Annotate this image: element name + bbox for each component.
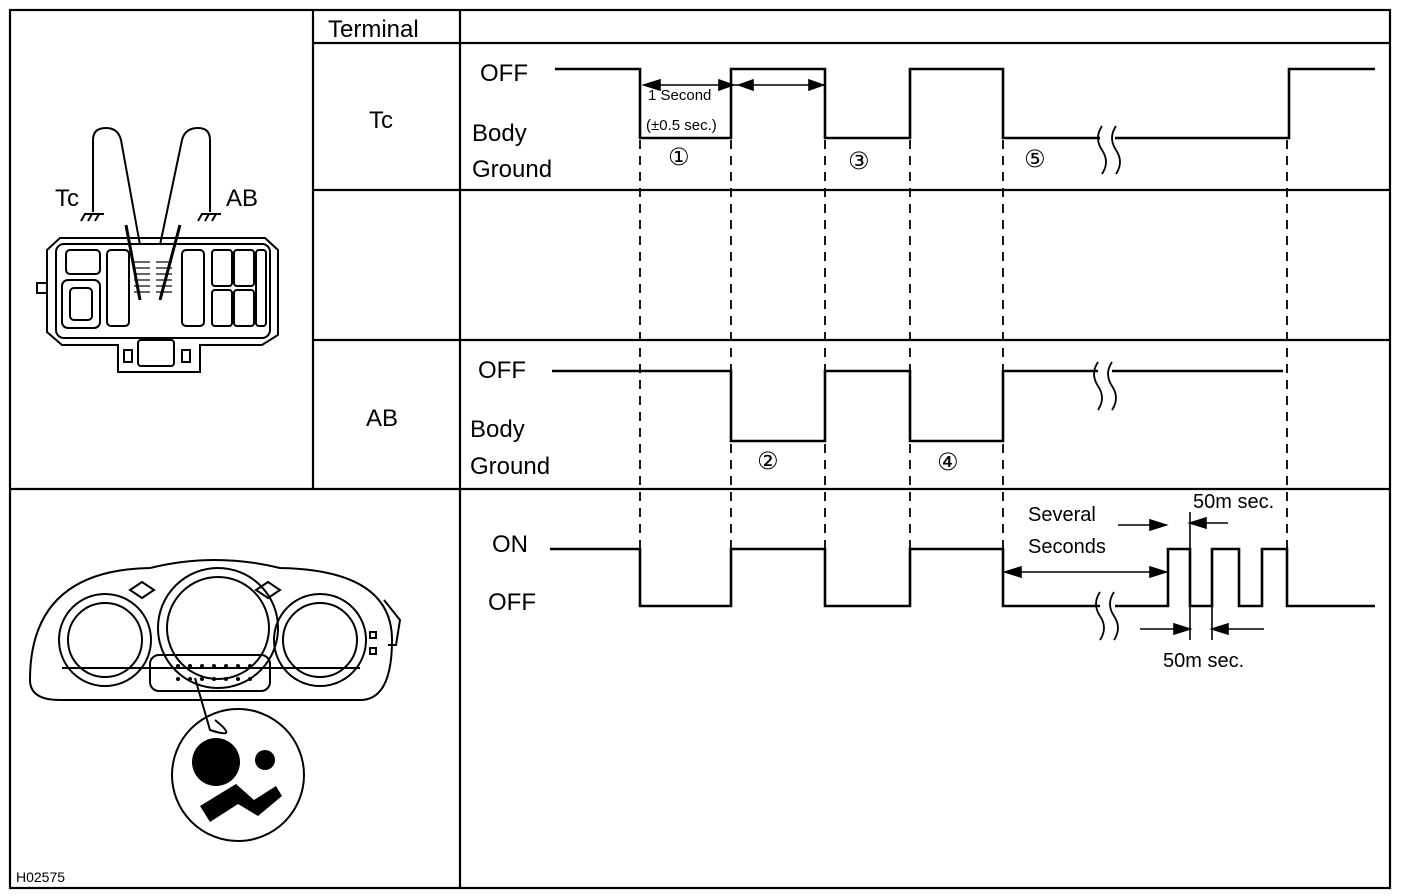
step-4-marker: ④ — [937, 449, 959, 476]
time-break-icon — [1097, 125, 1121, 175]
time-break-icon — [1093, 361, 1117, 411]
warning-off-label: OFF — [488, 589, 536, 616]
ab-body-label: Body — [470, 416, 525, 443]
right-gauge — [273, 593, 367, 687]
center-gauge — [157, 567, 279, 689]
left-gauge — [58, 593, 152, 687]
tc-off-label: OFF — [480, 60, 528, 87]
callout-circle — [171, 708, 305, 842]
ab-waveform — [552, 369, 1098, 443]
tc-probe-lead — [92, 126, 141, 246]
tc-ground-label: Ground — [472, 156, 553, 183]
ab-terminal-name: AB — [366, 405, 399, 432]
tolerance-label: (±0.5 sec.) — [646, 117, 717, 134]
terminal-header: Terminal — [328, 16, 419, 43]
tc-waveform-tail — [1115, 67, 1375, 140]
step-2-marker: ② — [757, 448, 779, 475]
ab-ground-label: Ground — [470, 453, 551, 480]
step-5-marker: ⑤ — [1024, 146, 1046, 173]
step-1-marker: ① — [668, 144, 690, 171]
warning-light-waveform — [550, 547, 1100, 608]
connector-body — [46, 237, 279, 373]
ab-off-label: OFF — [478, 357, 526, 384]
indicator-dots — [176, 664, 252, 681]
tc-waveform — [555, 67, 1100, 140]
ab-probe-lead — [159, 126, 211, 246]
step-3-marker: ③ — [848, 148, 870, 175]
time-break-icon — [1095, 591, 1119, 641]
connector-illustration — [36, 126, 279, 373]
warning-on-label: ON — [492, 531, 528, 558]
pulse-width-arrow-bottom — [1140, 606, 1264, 640]
warning-light-blink-waveform — [1115, 547, 1375, 608]
pulse-top-label: 50m sec. — [1193, 491, 1275, 513]
connector-tc-label: Tc — [55, 185, 79, 212]
interval-label: 1 Second — [648, 87, 712, 104]
probe-pin — [124, 224, 142, 301]
pulse-width-arrow-top — [1187, 512, 1228, 550]
tc-terminal-name: Tc — [369, 107, 393, 134]
connector-ab-label: AB — [226, 185, 259, 212]
callout-leader — [194, 677, 228, 735]
interval-arrow — [641, 78, 826, 92]
pulse-bottom-label: 50m sec. — [1163, 650, 1245, 672]
several-seconds-arrow — [1002, 518, 1169, 579]
instrument-cluster-illustration — [28, 559, 402, 842]
airbag-warning-icon — [192, 738, 282, 822]
seconds-label: Seconds — [1028, 536, 1106, 558]
several-label: Several — [1028, 504, 1096, 526]
table-frame — [8, 8, 1392, 890]
figure-code: H02575 — [16, 869, 66, 885]
cluster-housing — [28, 559, 394, 701]
tc-body-label: Body — [472, 120, 527, 147]
